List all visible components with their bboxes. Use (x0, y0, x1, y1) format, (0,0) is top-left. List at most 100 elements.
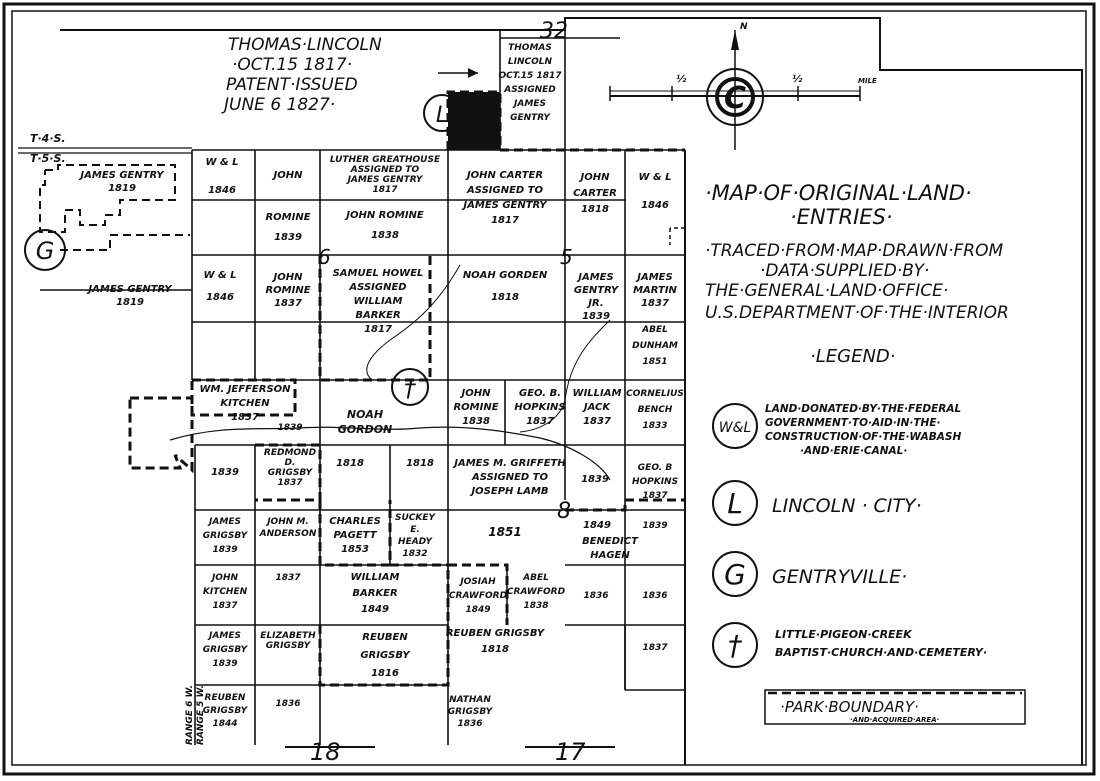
parcel-label-line: 1849 (465, 605, 490, 615)
parcel-label-line: ABEL (522, 573, 549, 583)
parcel-label-line: 1839 (642, 521, 667, 531)
parcel-label-line: 1836 (583, 591, 608, 601)
section-grid (40, 30, 685, 745)
parcel-label-line: WM. JEFFERSON (199, 384, 291, 395)
road-line (366, 264, 461, 381)
range-label: RANGE 6 W. (185, 685, 195, 745)
parcel-label-line: 1836 (275, 699, 300, 709)
header-line-2: ·OCT.15 1817· (232, 55, 352, 75)
parcel-label-line: BARKER (355, 310, 400, 321)
parcel-label-line: OCT.15 1817 (499, 71, 563, 81)
parcel-label-line: JAMES GENTRY (86, 284, 173, 295)
parcel-label-line: 1839 (212, 659, 237, 669)
parcel-label-line: 1851 (642, 357, 667, 367)
park-boundary-label: ·PARK·BOUNDARY· (780, 698, 919, 716)
parcel-label-line: 1846 (208, 185, 236, 196)
parcel-label: 1839 (581, 474, 609, 485)
legend-heading: ·LEGEND· (810, 346, 896, 367)
parcel-label-line: DUNHAM (632, 341, 678, 351)
parcel-label-line: ROMINE (265, 285, 310, 296)
parcel-label-line: 1818 (336, 458, 364, 469)
parcel-label-line: ELIZABETH (260, 631, 316, 641)
title-line-5: THE·GENERAL·LAND·OFFICE· (705, 281, 948, 301)
parcel-label-line: ANDERSON (259, 529, 317, 539)
parcel-label-line: GENTRY (574, 285, 620, 296)
parcel-label-line: NOAH (347, 408, 383, 421)
parcel-label-line: JAMES M. GRIFFETH (452, 458, 566, 469)
road-line-2 (519, 319, 611, 433)
parcel-label-line: 1818 (491, 292, 519, 303)
parcel-label-line: JAMES (207, 631, 241, 641)
legend-church-line-1: LITTLE·PIGEON·CREEK (775, 628, 913, 641)
parcel-label-line: REDMOND (264, 448, 317, 458)
parcel-label-line: GEO. B. (519, 388, 561, 399)
parcel-label: W & L 1846 (203, 270, 236, 303)
parcel-label-line: 1817 (372, 185, 398, 195)
parcel-label-line: 1837 (274, 298, 302, 309)
church-marker: † (391, 368, 429, 406)
parcel-label-line: 1839 (277, 423, 302, 433)
parcel-label-line: 1818 (481, 644, 509, 655)
parcel-label-line: 1818 (406, 458, 434, 469)
parcel-label-line: GRIGSBY (266, 641, 312, 651)
parcel-label-line: JAMES GENTRY (461, 200, 548, 211)
parcel-label-line: NOAH GORDEN (463, 270, 548, 281)
parcel-label-line: 1833 (642, 421, 667, 431)
map-title: ·MAP·OF·ORIGINAL·LAND· ·ENTRIES· ·TRACED… (705, 181, 1009, 323)
legend-lincoln-label: LINCOLN · CITY· (772, 495, 922, 517)
parcel-label-line: HAGEN (590, 550, 630, 561)
gentryville-boundary (39, 164, 190, 251)
parcel-label-line: 1839 (582, 311, 610, 322)
parcel-label-line: 1839 (274, 232, 302, 243)
parcel-label-line: ASSIGNED TO (471, 472, 549, 483)
parcel-label-line: 1837 (277, 478, 303, 488)
parcel-label-line: JOHN (460, 388, 492, 399)
svg-text:G: G (724, 558, 746, 591)
parcel-label-line: W & L (203, 270, 236, 281)
parcel-label-line: JOSIAH (458, 577, 496, 587)
parcel-label: BENEDICT HAGEN (582, 536, 639, 561)
parcel-label-line: 1837 (526, 416, 554, 427)
section-32: 32 (540, 19, 568, 44)
section-6: 6 (318, 245, 331, 269)
scale-half-right: ½ (792, 73, 803, 85)
parcel-label-line: JOHN M. (265, 517, 309, 527)
township-line (18, 147, 192, 154)
parcel-label-line: JOHN (210, 573, 239, 583)
svg-text:L: L (436, 103, 448, 128)
parcel-label-line: NATHAN (449, 695, 491, 705)
parcel-label-line: 1837 (583, 416, 611, 427)
parcel-label-line: ASSIGNED TO (466, 185, 544, 196)
parcel-label: 1837 (642, 643, 668, 653)
parcel-label-line: WILLIAM (351, 572, 400, 583)
parcel-label: JOHN (272, 170, 304, 181)
parcel-label-line: ASSIGNED (348, 282, 406, 293)
arrow-head-icon (468, 68, 478, 78)
parcel-label-line: CRAWFORD (507, 587, 566, 597)
parcel-label: 1836 (275, 699, 300, 709)
parcel-label-line: BENEDICT (582, 536, 639, 547)
title-line-2: ·ENTRIES· (790, 205, 893, 229)
parcel-label-line: 1846 (206, 292, 234, 303)
north-arrow-icon (731, 30, 739, 50)
parcel-label-line: JAMES (635, 272, 672, 283)
parcel-label: 1818 (406, 458, 434, 469)
parcel-label: 1839 (642, 521, 667, 531)
section-5: 5 (560, 245, 573, 269)
parcel-label-line: KITCHEN (220, 398, 270, 409)
